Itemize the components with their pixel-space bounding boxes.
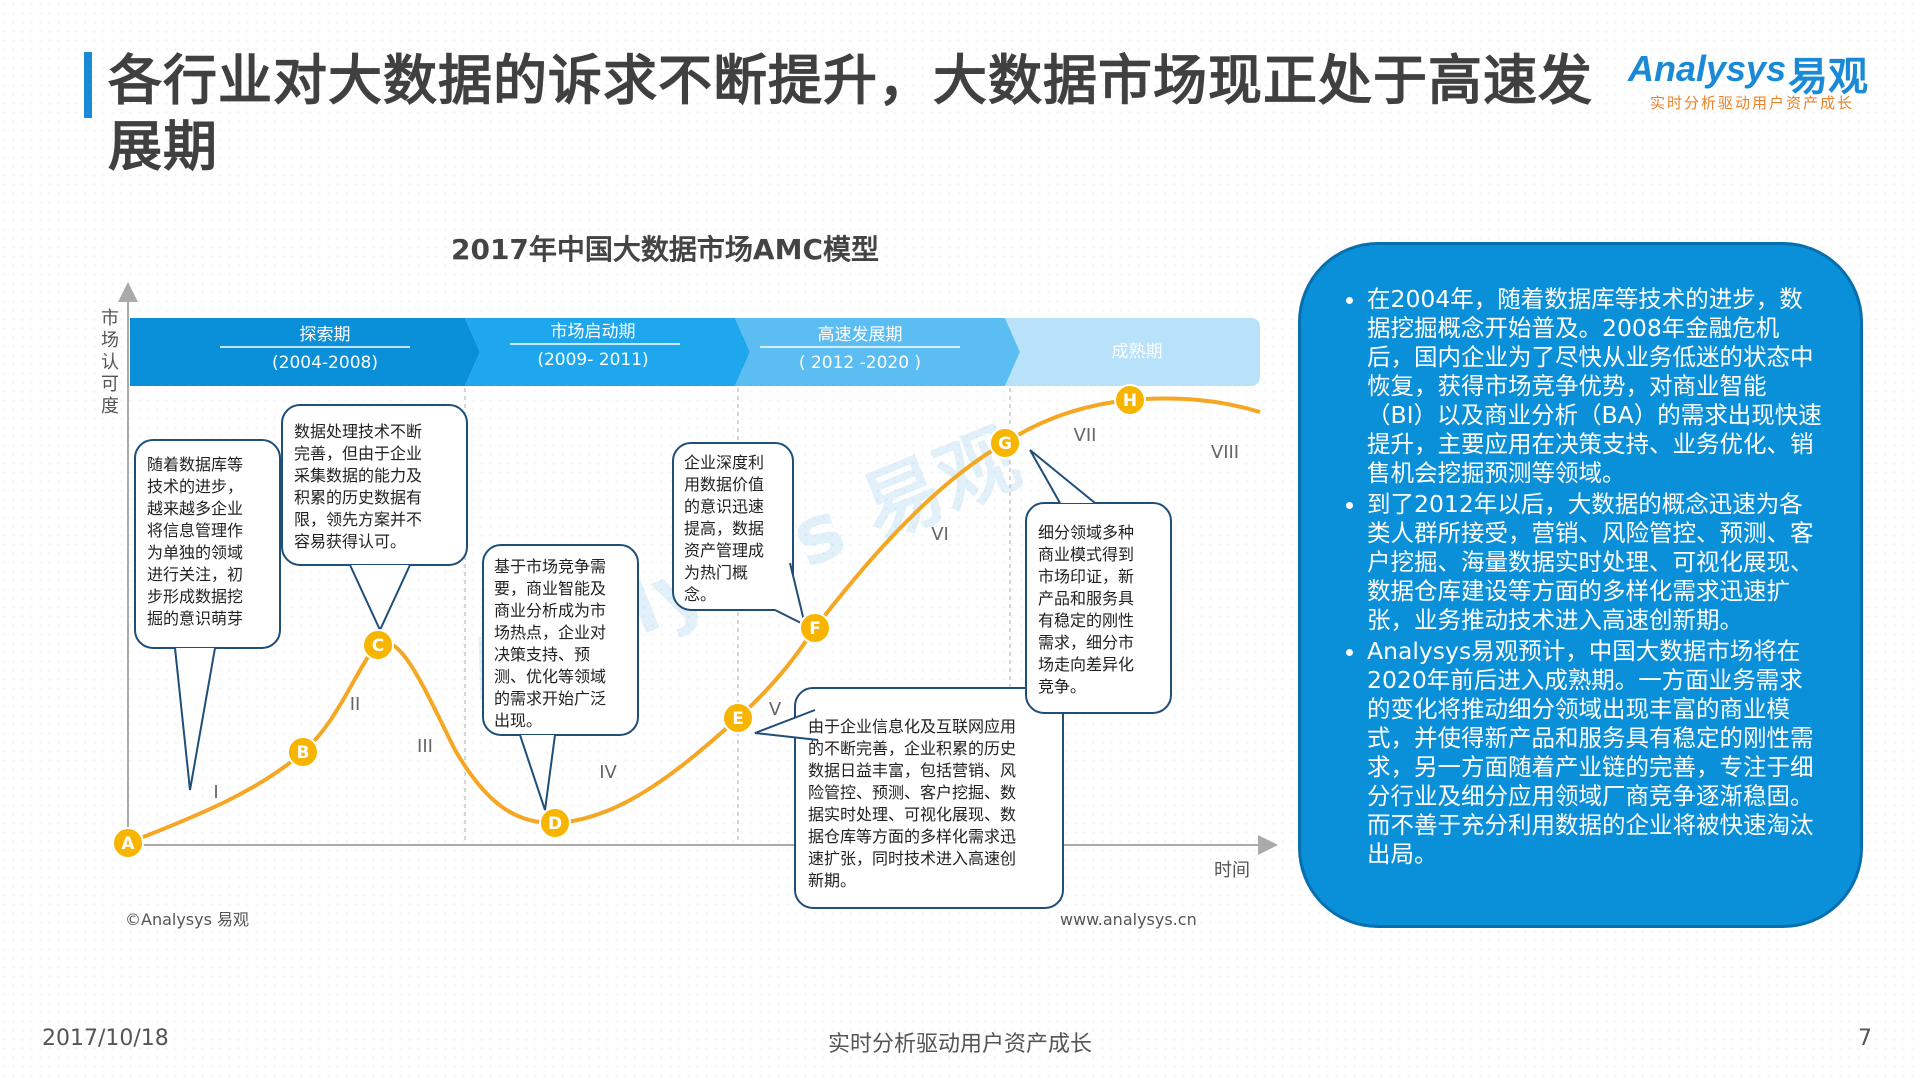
callout-pointer <box>1029 449 1096 504</box>
curve-points: A B C D E F G H <box>112 384 1146 859</box>
point-marker <box>362 629 394 661</box>
stage-label: VIII <box>1211 442 1239 463</box>
callout-box <box>482 544 639 736</box>
source-left: ©Analysys 易观 <box>125 910 249 929</box>
stage-label: IV <box>599 762 617 783</box>
callout-text: 由于企业信息化及互联网应用的不断完善，企业积累的历史数据日益丰富，包括营销、风险… <box>808 717 1016 890</box>
point-marker <box>287 736 319 768</box>
stage-label: I <box>213 782 218 803</box>
summary-list: 在2004年，随着数据库等技术的进步，数据挖掘概念开始普及。2008年金融危机后… <box>1337 285 1824 869</box>
y-axis-label: 市场认可度 <box>101 308 119 417</box>
callout-group: 随着数据库等技术的进步，越来越多企业将信息管理作为单独的领域进行关注，初步形成数… <box>134 404 1172 909</box>
callout-pointer <box>519 734 556 811</box>
point-marker <box>1114 384 1146 416</box>
callout-text: 基于市场竞争需要，商业智能及商业分析成为市场热点，企业对决策支持、预测、优化等领… <box>494 557 606 730</box>
point-a: A <box>112 827 144 859</box>
phase-band-growth <box>735 318 1020 386</box>
callout-2: 数据处理技术不断完善，但由于企业采集数据的能力及积累的历史数据有限，领先方案并不… <box>281 404 468 633</box>
callout-4: 企业深度利用数据价值的意识迅速提高，数据资产管理成为热门概念。 <box>672 442 807 627</box>
point-b: B <box>287 736 319 768</box>
phase-name-3: 高速发展期 <box>818 325 903 345</box>
callout-box <box>672 442 794 611</box>
point-d: D <box>539 807 571 839</box>
point-label: B <box>297 743 310 763</box>
point-label: G <box>998 434 1012 454</box>
stage-label: V <box>769 699 782 720</box>
phase-name-2: 市场启动期 <box>551 322 636 342</box>
callout-text: 随着数据库等技术的进步，越来越多企业将信息管理作为单独的领域进行关注，初步形成数… <box>147 455 243 628</box>
callout-5: 由于企业信息化及互联网应用的不断完善，企业积累的历史数据日益丰富，包括营销、风险… <box>754 687 1064 909</box>
stage-label: VII <box>1074 425 1097 446</box>
point-marker <box>989 427 1021 459</box>
callout-pointer <box>174 647 216 791</box>
point-marker <box>539 807 571 839</box>
callout-text: 企业深度利用数据价值的意识迅速提高，数据资产管理成为热门概念。 <box>684 453 764 604</box>
point-label: F <box>809 619 821 639</box>
point-h: H <box>1114 384 1146 416</box>
callout-pointer <box>349 564 411 633</box>
callout-box <box>794 687 1064 909</box>
source-right: www.analysys.cn <box>1060 910 1197 929</box>
phase-period-2: (2009- 2011) <box>537 350 648 370</box>
phase-period-1: (2004-2008) <box>272 353 378 373</box>
stage-label: III <box>417 736 433 757</box>
footer-date: 2017/10/18 <box>42 1026 169 1051</box>
callout-3: 基于市场竞争需要，商业智能及商业分析成为市场热点，企业对决策支持、预测、优化等领… <box>482 544 639 811</box>
point-e: E <box>722 702 754 734</box>
point-label: A <box>121 834 135 854</box>
summary-bullet-3: Analysys易观预计，中国大数据市场将在2020年前后进入成熟期。一方面业务… <box>1367 637 1824 869</box>
x-axis-label: 时间 <box>1214 860 1250 881</box>
page-title: 各行业对大数据的诉求不断提升，大数据市场现正处于高速发展期 <box>108 49 1593 178</box>
callout-text: 细分领域多种商业模式得到市场印证，新产品和服务具有稳定的刚性需求，细分市场走向差… <box>1038 523 1134 696</box>
analysys-logo: Analysys 易观 实时分析驱动用户资产成长 <box>1628 44 1898 124</box>
callout-text: 数据处理技术不断完善，但由于企业采集数据的能力及积累的历史数据有限，领先方案并不… <box>294 422 422 551</box>
phase-name-4: 成熟期 <box>1112 341 1163 362</box>
phase-period-3: ( 2012 -2020 ) <box>799 353 921 373</box>
callout-6: 细分领域多种商业模式得到市场印证，新产品和服务具有稳定的刚性需求，细分市场走向差… <box>1025 449 1172 714</box>
summary-panel: 在2004年，随着数据库等技术的进步，数据挖掘概念开始普及。2008年金融危机后… <box>1298 242 1863 928</box>
footer-slogan: 实时分析驱动用户资产成长 <box>828 1032 1093 1057</box>
phase-band-launch <box>465 318 750 386</box>
point-c: C <box>362 629 394 661</box>
point-marker <box>799 612 831 644</box>
amc-curve <box>127 396 1261 845</box>
point-g: G <box>989 427 1021 459</box>
point-marker <box>722 702 754 734</box>
point-label: D <box>548 814 562 834</box>
point-marker <box>112 827 144 859</box>
logo-chinese: 易观 <box>1788 54 1868 100</box>
point-f: F <box>799 612 831 644</box>
callout-1: 随着数据库等技术的进步，越来越多企业将信息管理作为单独的领域进行关注，初步形成数… <box>134 439 281 791</box>
phase-name-1: 探索期 <box>300 325 351 345</box>
callout-box <box>1025 502 1172 714</box>
logo-english: Analysys <box>1628 48 1787 89</box>
phase-band-exploration <box>130 318 480 386</box>
point-label: C <box>372 636 384 656</box>
footer-page-number: 7 <box>1858 1026 1872 1051</box>
point-label: E <box>732 709 744 729</box>
diagram-title: 2017年中国大数据市场AMC模型 <box>450 233 879 266</box>
summary-bullet-2: 到了2012年以后，大数据的概念迅速为各类人群所接受，营销、风险管控、预测、客户… <box>1367 490 1824 635</box>
title-accent-bar <box>84 52 92 118</box>
stage-label: II <box>350 694 361 715</box>
summary-bullet-1: 在2004年，随着数据库等技术的进步，数据挖掘概念开始普及。2008年金融危机后… <box>1367 285 1824 488</box>
phase-band-maturity <box>1005 318 1260 386</box>
callout-pointer <box>754 709 819 741</box>
stage-label: VI <box>931 524 949 545</box>
point-label: H <box>1123 391 1137 411</box>
logo-slogan: 实时分析驱动用户资产成长 <box>1650 94 1855 112</box>
